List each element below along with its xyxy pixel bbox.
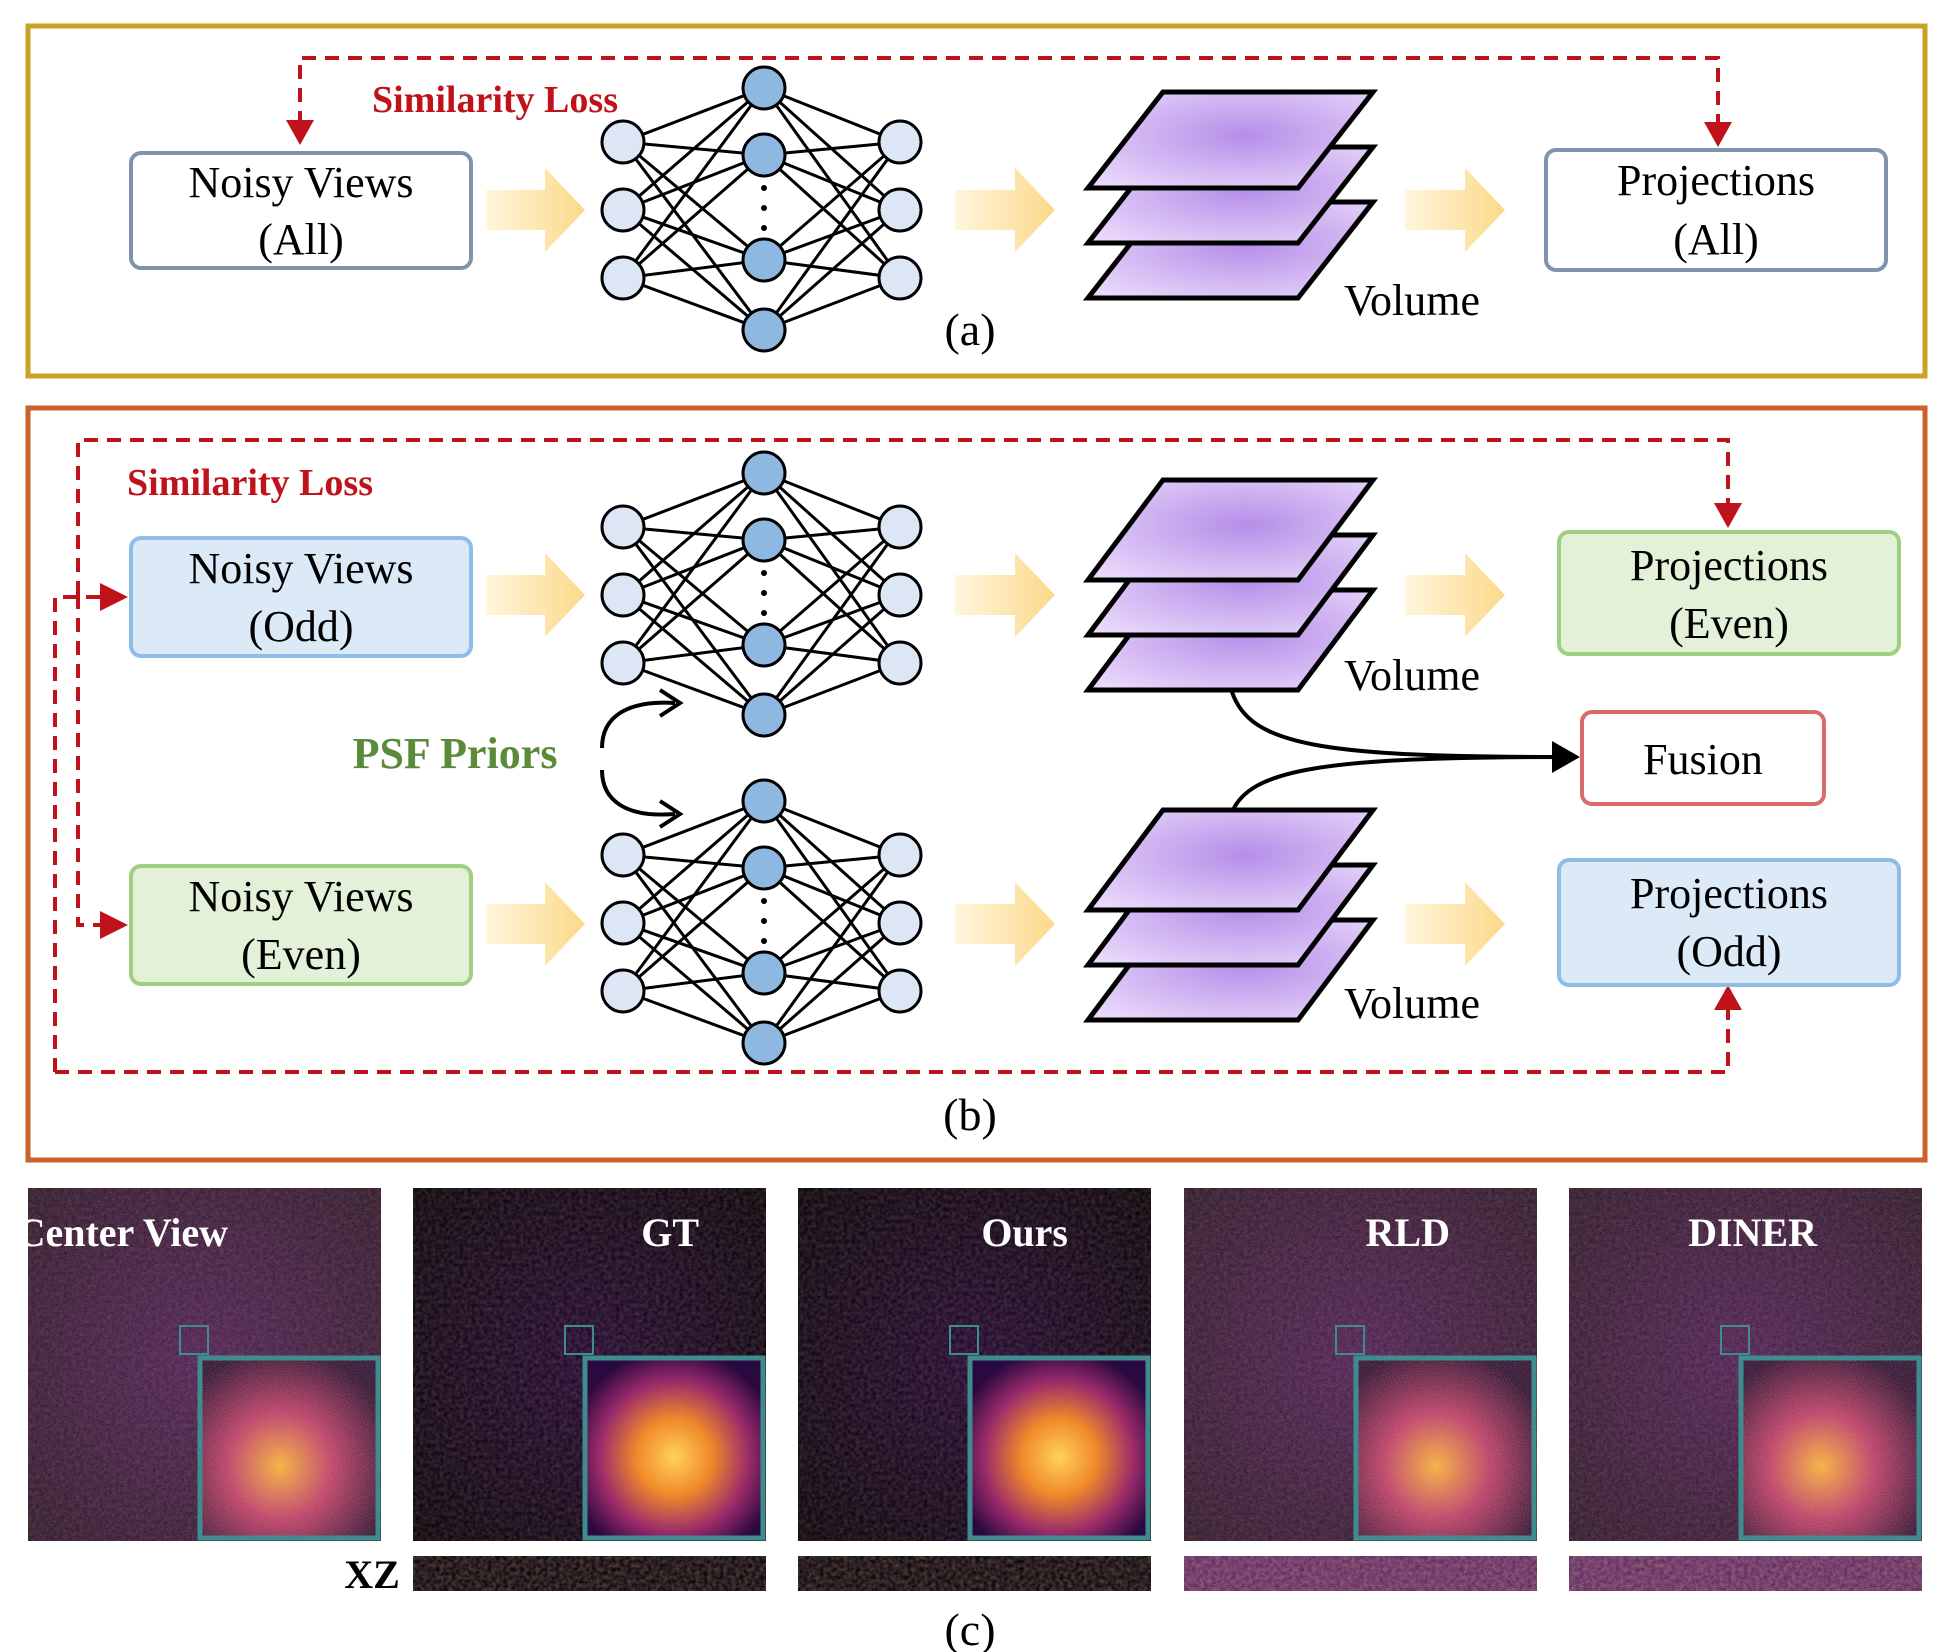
network-node-input — [600, 832, 646, 878]
network-node-output — [877, 832, 923, 878]
panel-b-psf-arrows — [600, 688, 684, 829]
network-node-hidden — [741, 778, 787, 824]
network-node-hidden — [741, 237, 787, 283]
network-node-output — [877, 900, 923, 946]
network-node-hidden — [741, 622, 787, 668]
panel-a-network-icon — [600, 65, 923, 353]
panel-b-frame — [25, 405, 1928, 1163]
panel-b-input-bottom-box — [129, 864, 473, 986]
network-node-output — [877, 504, 923, 550]
panel-b-network-top-icon — [600, 450, 923, 738]
network-node-hidden — [741, 307, 787, 353]
panel-a-loss-path — [286, 56, 1732, 147]
panel-b-flow-arrows — [486, 553, 1505, 966]
panel-b-fusion-box — [1580, 710, 1826, 806]
panel-c-caption: (c) — [944, 1604, 995, 1652]
panel-b-output-bottom-box — [1557, 858, 1901, 987]
result-image-label: GT — [641, 1210, 699, 1255]
xz-strip-2 — [798, 1556, 1151, 1591]
panel-a-volume-icon — [1082, 89, 1379, 301]
panel-b-input-top-line1: Noisy Views — [188, 544, 413, 593]
panel-a-input-box — [129, 151, 473, 270]
result-image-label: RLD — [1366, 1210, 1450, 1255]
panel-b-volume-bottom-label: Volume — [1344, 979, 1480, 1028]
network-node-input — [600, 572, 646, 618]
network-node-hidden — [741, 845, 787, 891]
panel-b-input-bottom-line2: (Even) — [241, 930, 361, 979]
panel-b-volume-top-label: Volume — [1344, 651, 1480, 700]
panel-a-output-line1: Projections — [1617, 156, 1815, 205]
network-node-output — [877, 119, 923, 165]
panel-b-input-top-line2: (Odd) — [248, 602, 353, 651]
network-node-hidden — [741, 950, 787, 996]
panel-b-loss-path — [53, 438, 1742, 1074]
panel-a-output-line2: (All) — [1673, 215, 1759, 264]
network-node-input — [600, 504, 646, 550]
panel-a-loss-label: Similarity Loss — [372, 79, 618, 121]
network-node-hidden — [741, 692, 787, 738]
result-image-0: Center View — [17, 1188, 381, 1541]
panel-a-input-line2: (All) — [258, 215, 344, 264]
panel-b-output-top-line2: (Even) — [1669, 599, 1789, 648]
panel-b-input-bottom-line1: Noisy Views — [188, 872, 413, 921]
network-node-hidden — [741, 132, 787, 178]
result-image-label: DINER — [1688, 1210, 1818, 1255]
panel-a-frame — [25, 23, 1928, 379]
network-node-hidden — [741, 450, 787, 496]
result-image-label: Ours — [981, 1210, 1068, 1255]
panel-b-loss-label: Similarity Loss — [127, 462, 373, 504]
network-node-hidden — [741, 517, 787, 563]
panel-b-caption: (b) — [943, 1089, 997, 1140]
network-node-output — [877, 640, 923, 686]
panel-a-input-line1: Noisy Views — [188, 158, 413, 207]
network-node-output — [877, 255, 923, 301]
result-image-3: RLD — [1184, 1188, 1537, 1541]
panel-b-output-top-line1: Projections — [1630, 541, 1828, 590]
panel-b-input-top-box — [129, 536, 473, 658]
xz-strip-4 — [1569, 1556, 1922, 1591]
panel-a-volume-label: Volume — [1344, 276, 1480, 325]
panel-b-output-top-box — [1557, 530, 1901, 656]
network-node-input — [600, 900, 646, 946]
xz-strip-1 — [413, 1556, 766, 1591]
panel-a-caption: (a) — [944, 304, 995, 355]
network-node-input — [600, 968, 646, 1014]
panel-c-xz-label: XZ — [344, 1552, 400, 1597]
panel-a-output-box — [1544, 148, 1888, 272]
network-node-output — [877, 187, 923, 233]
panel-b-fusion-label: Fusion — [1643, 735, 1763, 784]
panel-b-output-bottom-line2: (Odd) — [1676, 927, 1781, 976]
panel-b-volume-top-icon — [1083, 477, 1378, 693]
panel-b-output-bottom-line1: Projections — [1630, 869, 1828, 918]
panel-b-psf-label: PSF Priors — [353, 729, 558, 778]
panel-a-flow-arrows — [486, 168, 1505, 252]
network-node-output — [877, 572, 923, 618]
panel-b-volume-bottom-icon — [1083, 807, 1378, 1023]
panel-b-fusion-arrows — [1230, 691, 1580, 813]
network-node-hidden — [741, 65, 787, 111]
network-node-output — [877, 968, 923, 1014]
panel-b-network-bottom-icon — [600, 778, 923, 1066]
result-image-1: GT — [413, 1188, 766, 1541]
result-image-2: Ours — [798, 1188, 1151, 1541]
network-node-hidden — [741, 1020, 787, 1066]
result-image-label: Center View — [17, 1210, 229, 1255]
xz-strip-3 — [1184, 1556, 1537, 1591]
panel-c-images: Center View GT Ours RLD DINER — [17, 1188, 1922, 1591]
result-image-4: DINER — [1569, 1188, 1922, 1541]
network-node-input — [600, 640, 646, 686]
network-node-input — [600, 119, 646, 165]
network-node-input — [600, 187, 646, 233]
network-node-input — [600, 255, 646, 301]
